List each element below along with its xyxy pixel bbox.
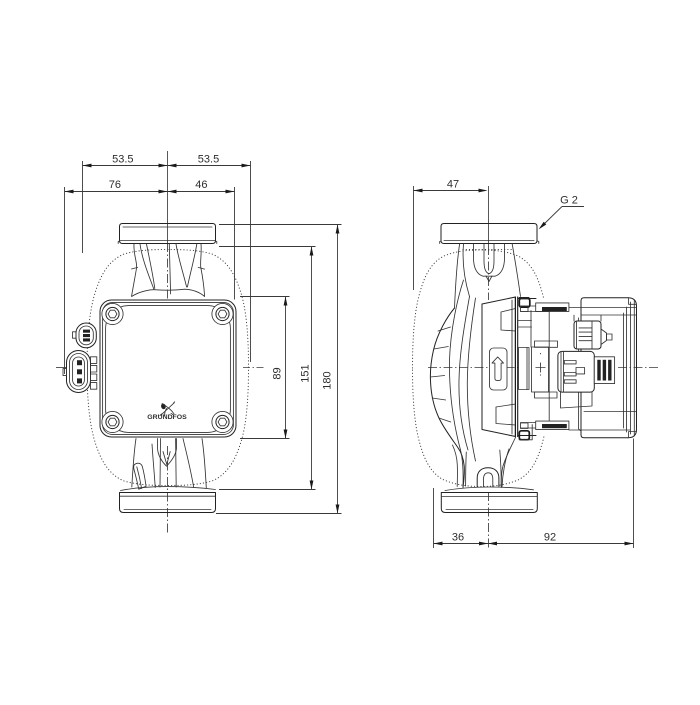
svg-text:36: 36 [452, 532, 464, 544]
svg-text:76: 76 [109, 179, 121, 191]
svg-text:151: 151 [300, 364, 312, 382]
svg-text:53.5: 53.5 [112, 154, 133, 166]
svg-text:G 2: G 2 [560, 195, 578, 207]
svg-text:GRUNDFOS: GRUNDFOS [147, 414, 187, 421]
svg-text:89: 89 [272, 367, 284, 379]
svg-text:180: 180 [322, 371, 334, 389]
svg-text:92: 92 [544, 532, 556, 544]
svg-text:47: 47 [447, 179, 459, 191]
svg-text:53.5: 53.5 [198, 154, 219, 166]
svg-text:46: 46 [195, 179, 207, 191]
